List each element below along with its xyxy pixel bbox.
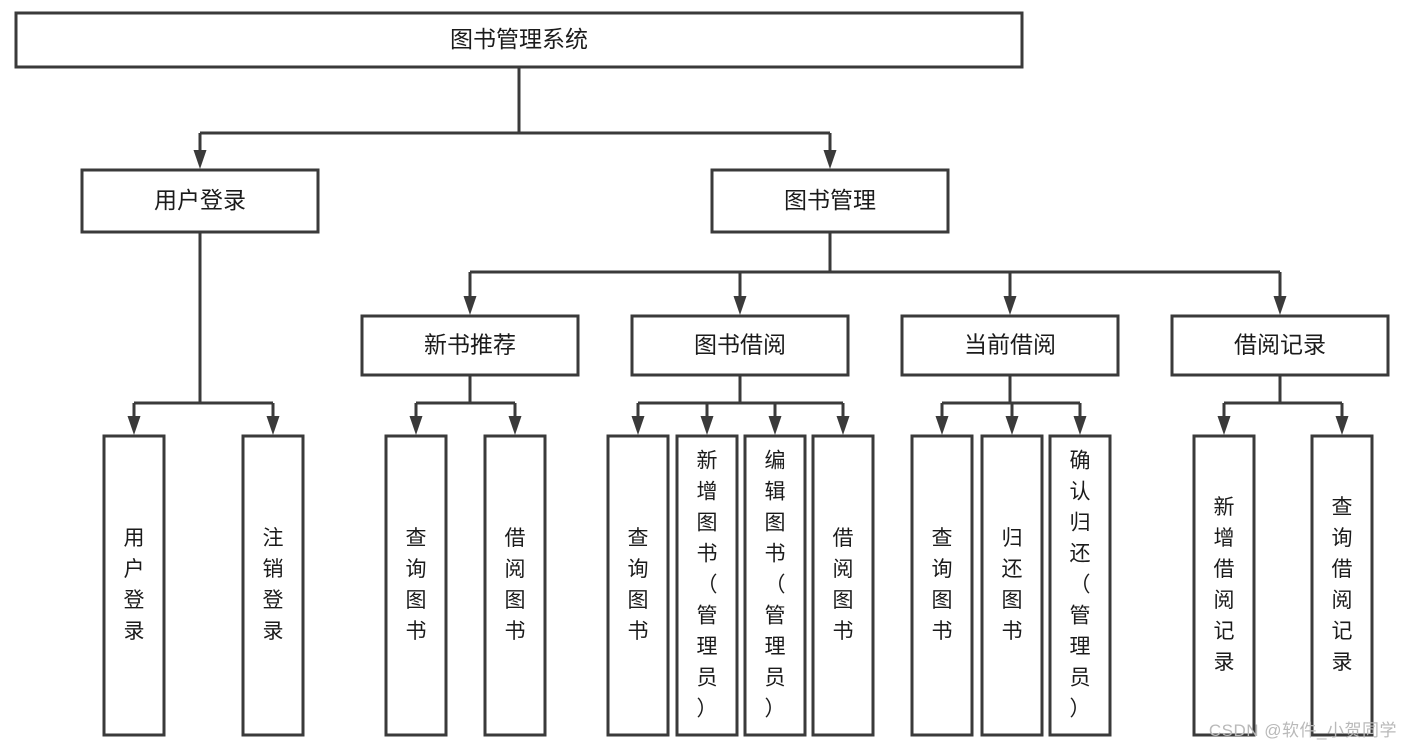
node-new-book-recommend[interactable]: 新书推荐 bbox=[360, 314, 580, 377]
node-label-book-borrow: 图书借阅 bbox=[694, 332, 786, 358]
node-leaf-query-book-1[interactable]: 查询图书 bbox=[384, 434, 448, 737]
node-box-leaf-query-book-1 bbox=[384, 434, 448, 737]
node-box-user-login bbox=[80, 168, 320, 234]
node-box-leaf-return-book bbox=[980, 434, 1044, 737]
node-box-leaf-borrow-book-1 bbox=[483, 434, 547, 737]
node-leaf-query-book-2[interactable]: 查询图书 bbox=[606, 434, 670, 737]
connector-group-book-manage bbox=[463, 232, 1287, 315]
node-leaf-borrow-book-1[interactable]: 借阅图书 bbox=[483, 434, 547, 737]
arrow-head-icon bbox=[836, 416, 850, 435]
arrow-head-icon bbox=[768, 416, 782, 435]
arrow-head-icon bbox=[193, 150, 207, 169]
arrow-head-icon bbox=[733, 296, 747, 315]
node-box-borrow-record bbox=[1170, 314, 1390, 377]
arrow-head-icon bbox=[1273, 296, 1287, 315]
connector-group-borrow-record bbox=[1217, 375, 1349, 435]
node-label-leaf-query-book-1: 查询图书 bbox=[406, 527, 427, 643]
connector-group-new-book-recommend bbox=[409, 375, 522, 435]
node-box-current-borrow bbox=[900, 314, 1120, 377]
arrow-head-icon bbox=[508, 416, 522, 435]
node-label-leaf-add-record: 新增借阅记录 bbox=[1214, 496, 1235, 674]
node-label-leaf-borrow-book-1: 借阅图书 bbox=[505, 527, 526, 643]
arrow-head-icon bbox=[409, 416, 423, 435]
arrow-head-icon bbox=[935, 416, 949, 435]
node-label-root: 图书管理系统 bbox=[450, 26, 588, 52]
connector-group-user-login bbox=[127, 232, 280, 435]
node-box-leaf-user-login bbox=[102, 434, 166, 737]
node-label-current-borrow: 当前借阅 bbox=[964, 332, 1056, 358]
node-leaf-add-record[interactable]: 新增借阅记录 bbox=[1192, 434, 1256, 737]
node-box-leaf-logout bbox=[241, 434, 305, 737]
node-box-leaf-confirm-return bbox=[1048, 434, 1112, 737]
node-box-leaf-edit-book bbox=[743, 434, 807, 737]
node-label-leaf-edit-book: 编辑图书（管理员） bbox=[765, 449, 786, 720]
arrow-head-icon bbox=[127, 416, 141, 435]
node-label-leaf-add-book: 新增图书（管理员） bbox=[697, 449, 718, 720]
node-label-leaf-query-book-3: 查询图书 bbox=[932, 527, 953, 643]
node-layer: 图书管理系统用户登录图书管理新书推荐图书借阅当前借阅借阅记录用户登录注销登录查询… bbox=[14, 11, 1390, 737]
node-leaf-return-book[interactable]: 归还图书 bbox=[980, 434, 1044, 737]
node-box-book-borrow bbox=[630, 314, 850, 377]
connector-group-root bbox=[193, 67, 837, 169]
node-label-new-book-recommend: 新书推荐 bbox=[424, 332, 516, 358]
node-box-leaf-query-record bbox=[1310, 434, 1374, 737]
node-label-leaf-return-book: 归还图书 bbox=[1002, 527, 1023, 643]
arrow-head-icon bbox=[266, 416, 280, 435]
node-box-leaf-add-book bbox=[675, 434, 739, 737]
connector-group-current-borrow bbox=[935, 375, 1087, 435]
node-box-leaf-query-book-3 bbox=[910, 434, 974, 737]
node-box-leaf-query-book-2 bbox=[606, 434, 670, 737]
arrow-head-icon bbox=[1003, 296, 1017, 315]
node-leaf-edit-book[interactable]: 编辑图书（管理员） bbox=[743, 434, 807, 737]
arrow-head-icon bbox=[1073, 416, 1087, 435]
node-leaf-user-login[interactable]: 用户登录 bbox=[102, 434, 166, 737]
node-box-leaf-add-record bbox=[1192, 434, 1256, 737]
node-current-borrow[interactable]: 当前借阅 bbox=[900, 314, 1120, 377]
node-label-user-login: 用户登录 bbox=[154, 187, 246, 213]
node-book-borrow[interactable]: 图书借阅 bbox=[630, 314, 850, 377]
node-leaf-query-record[interactable]: 查询借阅记录 bbox=[1310, 434, 1374, 737]
node-label-leaf-user-login: 用户登录 bbox=[124, 527, 145, 643]
node-label-leaf-query-book-2: 查询图书 bbox=[628, 527, 649, 643]
node-leaf-logout[interactable]: 注销登录 bbox=[241, 434, 305, 737]
node-label-leaf-borrow-book-2: 借阅图书 bbox=[833, 527, 854, 643]
node-root[interactable]: 图书管理系统 bbox=[14, 11, 1024, 69]
arrow-head-icon bbox=[463, 296, 477, 315]
node-box-root bbox=[14, 11, 1024, 69]
arrow-head-icon bbox=[700, 416, 714, 435]
node-leaf-confirm-return[interactable]: 确认归还（管理员） bbox=[1048, 434, 1112, 737]
node-label-borrow-record: 借阅记录 bbox=[1234, 332, 1326, 358]
node-label-leaf-logout: 注销登录 bbox=[263, 527, 284, 643]
node-leaf-query-book-3[interactable]: 查询图书 bbox=[910, 434, 974, 737]
watermark-text: CSDN @软件_小贺同学 bbox=[1208, 721, 1397, 740]
node-borrow-record[interactable]: 借阅记录 bbox=[1170, 314, 1390, 377]
node-label-leaf-query-record: 查询借阅记录 bbox=[1332, 496, 1353, 674]
node-book-manage[interactable]: 图书管理 bbox=[710, 168, 950, 234]
node-box-leaf-borrow-book-2 bbox=[811, 434, 875, 737]
node-leaf-add-book[interactable]: 新增图书（管理员） bbox=[675, 434, 739, 737]
node-user-login[interactable]: 用户登录 bbox=[80, 168, 320, 234]
node-leaf-borrow-book-2[interactable]: 借阅图书 bbox=[811, 434, 875, 737]
connector-layer bbox=[127, 67, 1349, 435]
node-label-leaf-confirm-return: 确认归还（管理员） bbox=[1070, 449, 1091, 720]
arrow-head-icon bbox=[631, 416, 645, 435]
connector-group-book-borrow bbox=[631, 375, 850, 435]
arrow-head-icon bbox=[1217, 416, 1231, 435]
arrow-head-icon bbox=[1335, 416, 1349, 435]
arrow-head-icon bbox=[823, 150, 837, 169]
node-label-book-manage: 图书管理 bbox=[784, 187, 876, 213]
node-box-book-manage bbox=[710, 168, 950, 234]
arrow-head-icon bbox=[1005, 416, 1019, 435]
node-box-new-book-recommend bbox=[360, 314, 580, 377]
